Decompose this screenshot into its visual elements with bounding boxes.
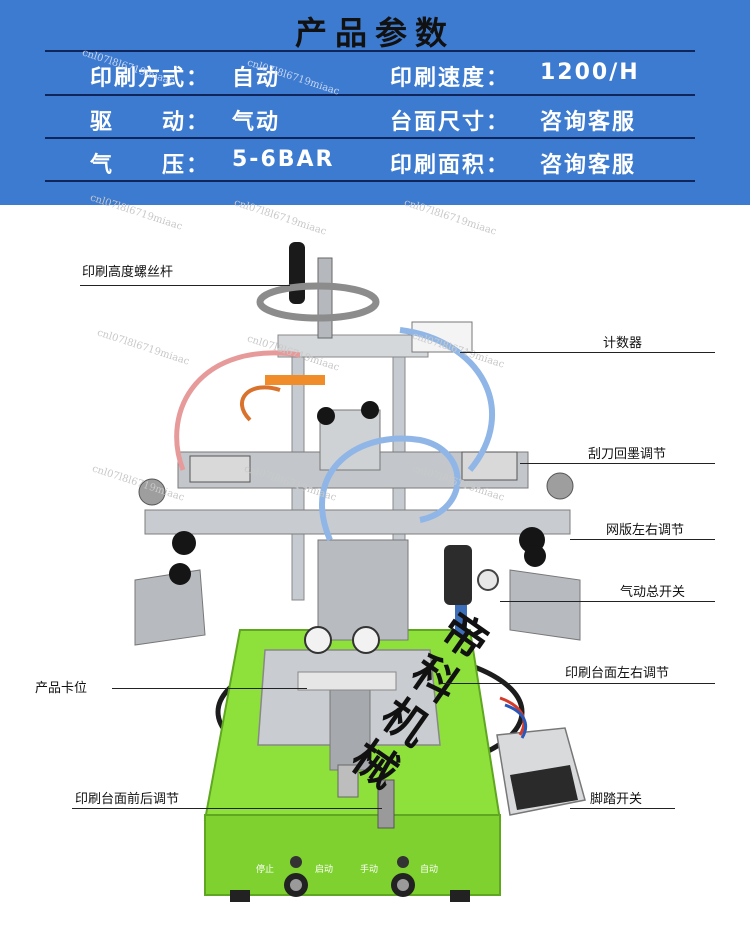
spec-key: 台面尺寸： — [390, 110, 511, 135]
filter-bowl — [455, 605, 467, 635]
cylinder — [189, 455, 251, 483]
print-head-block — [317, 539, 409, 641]
callout-counter: 计数器 — [603, 336, 643, 351]
adjust-knob — [138, 478, 166, 506]
spec-header: 产品参数 印刷方式： 自动 印刷速度： 1200/H 驱 动： 气动 台面尺寸：… — [0, 0, 750, 205]
spec-key: 气 压： — [90, 153, 211, 178]
divider — [45, 137, 695, 139]
spec-value: 自动 — [232, 66, 281, 91]
divider — [45, 180, 695, 182]
screen-clamp — [134, 569, 206, 646]
spec-value: 气动 — [232, 110, 281, 135]
leader-line — [520, 463, 715, 464]
spec-value: 1200/H — [540, 60, 640, 85]
callout-table-lr: 印刷台面左右调节 — [565, 666, 670, 681]
screen-clamp — [509, 569, 581, 641]
foot — [450, 890, 470, 902]
callout-squeegee: 刮刀回墨调节 — [588, 447, 667, 462]
spec-value: 咨询客服 — [540, 110, 637, 135]
star-knob — [524, 545, 546, 567]
cable — [504, 703, 528, 739]
spec-key: 印刷方式： — [90, 66, 211, 91]
spec-value: 5-6BAR — [232, 147, 335, 172]
leader-line — [500, 601, 715, 602]
pressure-gauge — [477, 569, 499, 591]
panel-label-start: 启动 — [315, 865, 334, 875]
roller — [304, 626, 332, 654]
handwheel — [256, 282, 380, 322]
star-knob — [317, 407, 335, 425]
front-adjust-screw — [377, 779, 395, 829]
spec-title: 产品参数 — [294, 14, 455, 52]
cable — [499, 696, 526, 736]
machine-illustration — [134, 242, 586, 902]
machine-base-front — [204, 814, 501, 896]
callout-table-fb: 印刷台面前后调节 — [75, 792, 180, 807]
foot — [230, 890, 250, 902]
callout-product-position: 产品卡位 — [35, 681, 88, 696]
spec-value: 咨询客服 — [540, 153, 637, 178]
spec-key: 驱 动： — [90, 110, 211, 135]
hose — [399, 327, 496, 472]
callout-foot-switch: 脚踏开关 — [590, 792, 643, 807]
panel-label-auto: 自动 — [420, 865, 439, 875]
air-regulator — [444, 545, 472, 605]
leader-line — [440, 683, 715, 684]
leader-line — [570, 539, 715, 540]
height-screw — [317, 257, 333, 339]
callout-air-switch: 气动总开关 — [620, 585, 686, 600]
panel-label-stop: 停止 — [256, 865, 275, 875]
panel-label-manual: 手动 — [360, 865, 379, 875]
front-adjust-knob — [337, 764, 359, 798]
leader-line — [112, 688, 307, 689]
indicator-light — [397, 856, 409, 868]
spec-key: 印刷面积： — [390, 153, 511, 178]
spec-key: 印刷速度： — [390, 66, 511, 91]
foot-switch-pedal — [510, 765, 578, 810]
leader-line — [570, 808, 675, 809]
adjust-knob — [546, 472, 574, 500]
product-holder — [297, 671, 397, 691]
screen-frame-arm — [144, 509, 571, 535]
star-knob — [172, 531, 196, 555]
leader-line — [72, 808, 382, 809]
hose — [319, 435, 461, 542]
leader-line — [80, 285, 290, 286]
lever — [265, 375, 325, 385]
indicator-light — [290, 856, 302, 868]
roller — [352, 626, 380, 654]
handle — [289, 242, 305, 304]
star-knob — [169, 563, 191, 585]
callout-screw-rod: 印刷高度螺丝杆 — [82, 265, 174, 280]
hose — [240, 385, 281, 422]
callout-screen-lr: 网版左右调节 — [606, 523, 685, 538]
star-knob — [361, 401, 379, 419]
leader-line — [460, 352, 715, 353]
hose — [174, 350, 301, 471]
divider — [45, 50, 695, 52]
divider — [45, 94, 695, 96]
